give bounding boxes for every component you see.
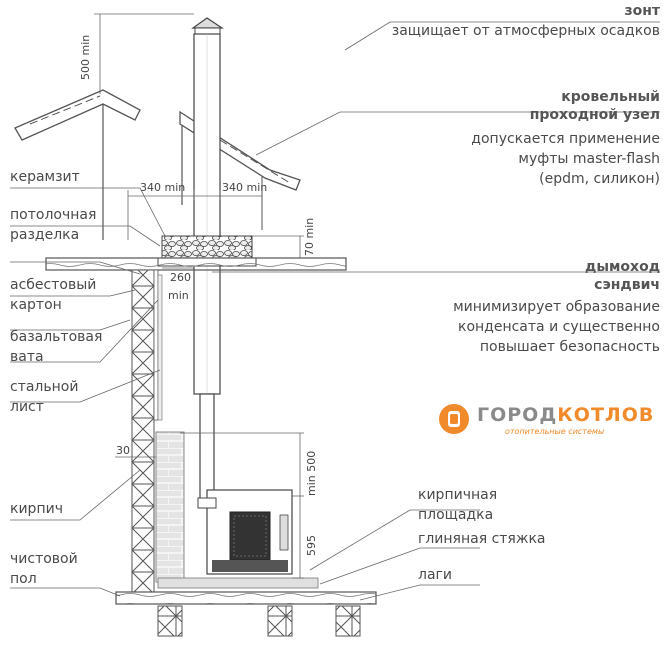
- chimney-desc-1: минимизирует образование: [453, 299, 660, 315]
- roof-title-2: проходной узел: [529, 107, 660, 123]
- brick-pad: [157, 577, 319, 589]
- basalt-label-1: базальтовая: [10, 329, 103, 345]
- chimney-desc-3: повышает безопасность: [479, 339, 660, 355]
- logo-subtitle: отопительные системы: [505, 427, 605, 436]
- floor-label-1: чистовой: [10, 551, 78, 567]
- lagi-label: лаги: [418, 567, 452, 583]
- steel-label-2: лист: [10, 399, 44, 415]
- brick-pad-label-2: площадка: [418, 507, 494, 523]
- leader-lines: [10, 21, 660, 601]
- dim-260: 260: [170, 271, 191, 284]
- roof-title-1: кровельный: [561, 89, 660, 105]
- roof-desc-3: (epdm, силикон): [539, 171, 660, 187]
- roof-desc-2: муфты master-flash: [518, 151, 660, 167]
- clay-label: глиняная стяжка: [418, 531, 546, 547]
- dim-500-bottom: min 500: [305, 450, 318, 496]
- logo-text: ГОРОДКОТЛОВ: [477, 404, 655, 426]
- chimney-pipe: [193, 33, 221, 500]
- stove: [197, 489, 293, 575]
- brand-logo: ГОРОДКОТЛОВ отопительные системы: [437, 402, 657, 442]
- roof-desc-1: допускается применение: [471, 131, 660, 147]
- chimney-desc-2: конденсата и существенно: [457, 319, 660, 335]
- dim-500: 500 min: [79, 34, 92, 80]
- dim-340-left: 340 min: [140, 181, 186, 194]
- asbest-label-1: асбестовый: [10, 277, 97, 293]
- steel-label-1: стальной: [10, 379, 79, 395]
- dim-340-right: 340 min: [222, 181, 268, 194]
- zont-title: зонт: [624, 3, 660, 19]
- zont-desc: защищает от атмосферных осадков: [391, 23, 660, 39]
- brick-pad-label-1: кирпичная: [418, 487, 498, 503]
- keramzit-label: керамзит: [10, 169, 80, 185]
- logo-icon: [439, 404, 469, 434]
- brick-label: кирпич: [10, 501, 63, 517]
- chimney-cap: [191, 17, 224, 35]
- chimney-title-2: сэндвич: [594, 277, 660, 293]
- brick-screen: [155, 431, 185, 583]
- ceiling-label-2: разделка: [10, 227, 80, 243]
- asbest-label-2: картон: [10, 297, 62, 313]
- floor-label-2: пол: [10, 571, 37, 587]
- basalt-label-2: вата: [10, 349, 44, 365]
- ceiling-label-1: потолочная: [10, 207, 97, 223]
- chimney-title-1: дымоход: [585, 259, 660, 275]
- roof-left: [14, 89, 141, 240]
- ceiling-slab: [45, 257, 347, 271]
- dim-30: 30: [116, 444, 130, 457]
- floor: [115, 591, 377, 637]
- dim-260-min: min: [168, 289, 189, 302]
- dim-70: 70 min: [303, 217, 316, 256]
- dim-595: 595: [305, 535, 318, 556]
- dimension-lines: [94, 13, 304, 579]
